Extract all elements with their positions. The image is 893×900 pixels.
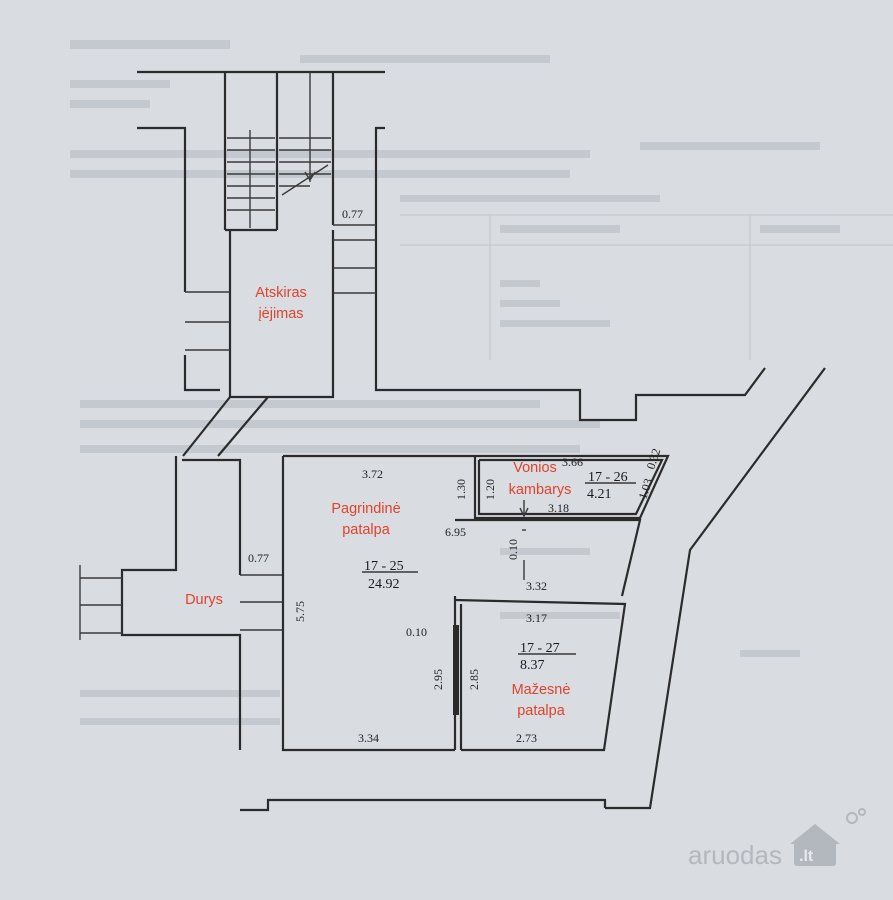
watermark-tld: .lt [799, 848, 814, 865]
stair-steps [227, 72, 331, 228]
entrance-label-1: Atskiras [255, 285, 307, 301]
dim-bath-h1: 1.30 [454, 479, 468, 500]
dim-small-top: 3.17 [526, 611, 547, 625]
smaller-room-label-2: patalpa [517, 703, 566, 719]
dim-corridor-bottom: 3.32 [526, 579, 547, 593]
dim-bath-bottom: 3.18 [548, 501, 569, 515]
dim-bath-corner: 0.32 [644, 447, 664, 471]
walls [79, 70, 826, 812]
main-room-code: 17 - 25 [364, 559, 404, 574]
watermark-logo: aruodas .lt [688, 808, 866, 870]
dim-bath-top: 3.66 [562, 455, 583, 469]
watermark-brand: aruodas [688, 840, 782, 870]
main-room-area: 24.92 [368, 577, 400, 592]
dim-small-bottom: 2.73 [516, 731, 537, 745]
main-room-label-2: patalpa [342, 522, 391, 538]
bathroom-code: 17 - 26 [588, 470, 628, 485]
dim-small-left2: 2.85 [467, 669, 481, 690]
dim-small-left1: 2.95 [431, 669, 445, 690]
dim-main-bottom: 3.34 [358, 731, 379, 745]
dim-bath-diag: 1.03 [636, 477, 656, 501]
corridor-arrows [519, 500, 529, 580]
dimensions: 0.77 0.77 3.72 5.75 3.34 6.95 1.30 1.20 … [248, 207, 663, 745]
dim-door-wall: 0.77 [248, 551, 269, 565]
bathroom-label-1: Vonios [513, 460, 557, 476]
room-codes: 17 - 25 24.92 17 - 26 4.21 17 - 27 8.37 [362, 470, 636, 673]
smaller-room-area: 8.37 [520, 658, 545, 673]
smaller-room-code: 17 - 27 [520, 641, 560, 656]
dim-main-right: 6.95 [445, 525, 466, 539]
bathroom-label-2: kambarys [509, 482, 572, 498]
bathroom-area: 4.21 [587, 487, 612, 502]
door-label: Durys [185, 592, 223, 608]
main-room-label-1: Pagrindinė [331, 501, 400, 517]
dim-main-top: 3.72 [362, 467, 383, 481]
dim-main-side: 5.75 [293, 601, 307, 622]
dim-partition: 0.10 [406, 625, 427, 639]
entrance-label-2: įėjimas [258, 306, 303, 322]
room-labels: Atskiras įėjimas Pagrindinė patalpa Voni… [185, 285, 571, 719]
smaller-room-label-1: Mažesnė [512, 682, 571, 698]
dim-bath-h2: 1.20 [483, 479, 497, 500]
background-ghost-text [70, 40, 893, 725]
dim-corridor-gap: 0.10 [506, 539, 520, 560]
dim-stair-wall: 0.77 [342, 207, 363, 221]
